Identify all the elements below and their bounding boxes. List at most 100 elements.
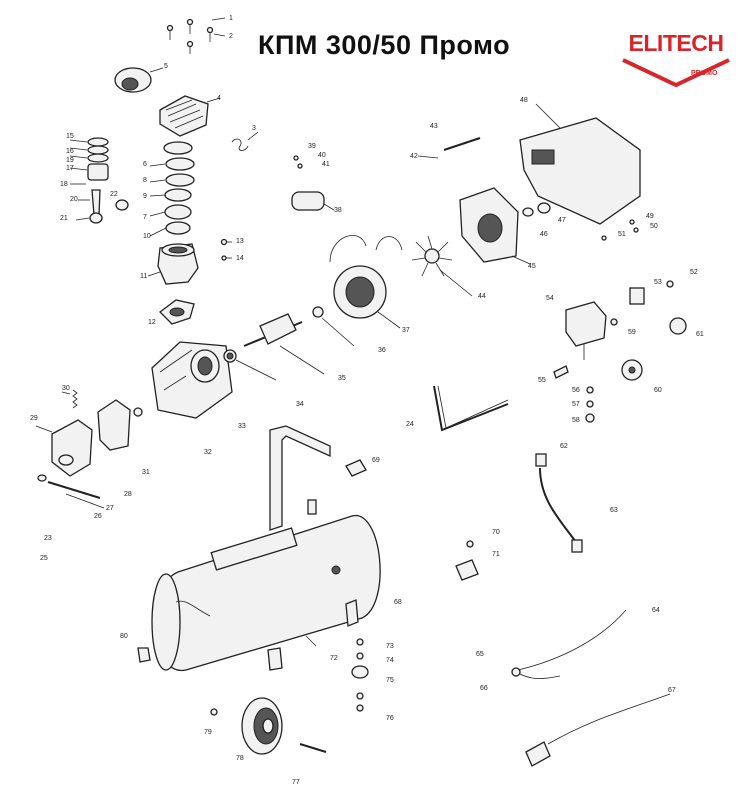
- callout-66: 66: [480, 685, 488, 692]
- callout-72: 72: [330, 655, 338, 662]
- connecting-rod-part: [75, 189, 129, 224]
- callout-10: 10: [143, 233, 151, 240]
- callout-17: 17: [66, 165, 74, 172]
- callout-21: 21: [60, 215, 68, 222]
- callout-45: 45: [528, 263, 536, 270]
- callout-27: 27: [106, 505, 114, 512]
- callout-18: 18: [60, 181, 68, 188]
- callout-79: 79: [204, 729, 212, 736]
- callout-46: 46: [540, 231, 548, 238]
- rotor-shaft-part: [243, 306, 355, 375]
- capacitor-part: [291, 155, 335, 211]
- fan-part: [411, 235, 473, 297]
- callout-58: 58: [572, 417, 580, 424]
- hose-part: [535, 453, 583, 553]
- callout-15: 15: [66, 133, 74, 140]
- discharge-tube-part: [433, 385, 509, 432]
- callout-2: 2: [229, 33, 233, 40]
- fittings-part: [553, 365, 595, 423]
- brand-logo: ELITECH PROMO: [617, 30, 735, 90]
- callout-47: 47: [558, 217, 566, 224]
- check-valve-part: [345, 459, 367, 477]
- callout-67: 67: [668, 687, 676, 694]
- callout-30: 30: [62, 385, 70, 392]
- callout-3: 3: [252, 125, 256, 132]
- callout-49: 49: [646, 213, 654, 220]
- callout-32: 32: [204, 449, 212, 456]
- callout-26: 26: [94, 513, 102, 520]
- callout-65: 65: [476, 651, 484, 658]
- callout-76: 76: [386, 715, 394, 722]
- pressure-switch-part: [565, 301, 618, 360]
- spring-part: [61, 389, 78, 409]
- callout-53: 53: [654, 279, 662, 286]
- callout-36: 36: [378, 347, 386, 354]
- callout-38: 38: [334, 207, 342, 214]
- piston-part: [69, 137, 109, 185]
- drain-valve-part: [455, 540, 479, 581]
- callout-41: 41: [322, 161, 330, 168]
- logo-chevron-icon: [622, 58, 730, 88]
- tie-rod-part: [417, 137, 481, 159]
- callout-29: 29: [30, 415, 38, 422]
- callout-16: 16: [66, 148, 74, 155]
- callout-35: 35: [338, 375, 346, 382]
- cylinder-head-part: [159, 95, 221, 137]
- power-cord-part: [525, 693, 671, 767]
- callout-7: 7: [143, 214, 147, 221]
- callout-6: 6: [143, 161, 147, 168]
- callout-13: 13: [236, 238, 244, 245]
- callout-14: 14: [236, 255, 244, 262]
- callout-73: 73: [386, 643, 394, 650]
- base-gasket-part: [159, 299, 195, 325]
- callout-39: 39: [308, 143, 316, 150]
- callout-52: 52: [690, 269, 698, 276]
- callout-74: 74: [386, 657, 394, 664]
- callout-33: 33: [238, 423, 246, 430]
- drain-plug-part: [137, 647, 151, 663]
- callout-37: 37: [402, 327, 410, 334]
- callout-23: 23: [44, 535, 52, 542]
- callout-78: 78: [236, 755, 244, 762]
- callout-69: 69: [372, 457, 380, 464]
- bearing-part: [223, 349, 277, 381]
- callout-40: 40: [318, 152, 326, 159]
- callout-55: 55: [538, 377, 546, 384]
- callout-80: 80: [120, 633, 128, 640]
- callout-59: 59: [628, 329, 636, 336]
- callout-48: 48: [520, 97, 528, 104]
- callout-50: 50: [650, 223, 658, 230]
- page-title: КПМ 300/50 Промо: [258, 30, 511, 60]
- stator-part: [329, 235, 403, 329]
- logo-text: ELITECH: [628, 30, 724, 56]
- callout-62: 62: [560, 443, 568, 450]
- callout-5: 5: [164, 63, 168, 70]
- callout-24: 24: [406, 421, 414, 428]
- callout-56: 56: [572, 387, 580, 394]
- callout-54: 54: [546, 295, 554, 302]
- crankcase-part: [151, 341, 233, 419]
- valve-plate-stack-part: [149, 141, 195, 237]
- callout-28: 28: [124, 491, 132, 498]
- callout-19: 19: [66, 157, 74, 164]
- pressure-gauge-part: [621, 359, 643, 381]
- callout-31: 31: [142, 469, 150, 476]
- callout-34: 34: [296, 401, 304, 408]
- callout-75: 75: [386, 677, 394, 684]
- wheel-part: [210, 697, 327, 755]
- callout-11: 11: [140, 273, 147, 280]
- motor-cover-part: [519, 103, 641, 225]
- clip-part: [231, 131, 259, 151]
- callout-22: 22: [110, 191, 118, 198]
- callout-60: 60: [654, 387, 662, 394]
- callout-63: 63: [610, 507, 618, 514]
- callout-1: 1: [229, 15, 233, 22]
- callout-70: 70: [492, 529, 500, 536]
- bolt-set-part: [166, 17, 226, 54]
- cable-part: [511, 609, 627, 680]
- callout-64: 64: [652, 607, 660, 614]
- logo-subtext: PROMO: [691, 70, 718, 77]
- rubber-foot-part: [305, 635, 369, 712]
- screw-set-part: [601, 219, 639, 241]
